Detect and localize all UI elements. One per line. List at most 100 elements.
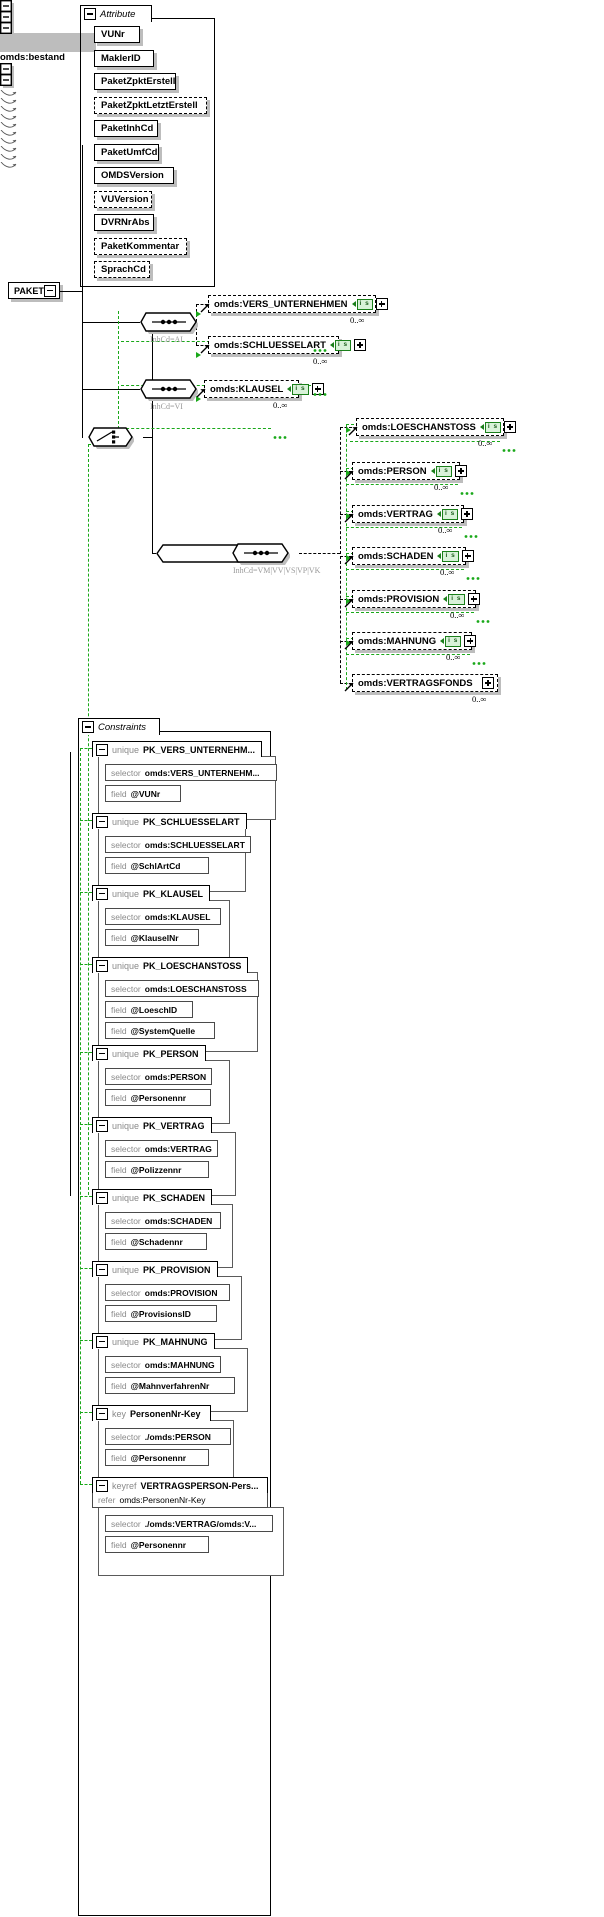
sequence-compositor-icon[interactable] — [140, 377, 198, 401]
constraint-kind: unique — [112, 1192, 140, 1203]
sequence-expander[interactable] — [0, 73, 14, 88]
choice-expander[interactable] — [0, 21, 14, 36]
sequence-expander[interactable] — [0, 0, 14, 14]
expand-plus-icon[interactable] — [311, 383, 324, 395]
collapse-minus-icon[interactable] — [96, 1119, 108, 1132]
bestand-expander[interactable] — [0, 62, 14, 77]
root-element-label: PAKET — [14, 285, 44, 296]
occurrence-swoop-icon — [0, 133, 18, 144]
expand-plus-icon[interactable] — [354, 339, 367, 351]
collapse-minus-icon[interactable] — [96, 887, 108, 900]
collapse-minus-icon[interactable] — [44, 284, 56, 297]
collapse-minus-icon[interactable] — [96, 743, 108, 756]
constraint-kind: unique — [112, 960, 140, 971]
constraint-row-value: omds:SCHADEN — [144, 1215, 213, 1226]
constraint-link — [80, 892, 92, 893]
attribute-label: PaketKommentar — [101, 240, 180, 252]
expand-plus-icon[interactable] — [375, 298, 388, 310]
expand-plus-icon[interactable] — [464, 635, 477, 647]
type-badge: i s — [445, 635, 462, 647]
constraint-kind: unique — [112, 888, 140, 899]
element-omds-bestand-label: omds:bestand — [0, 52, 65, 63]
collapse-minus-icon[interactable] — [96, 1335, 108, 1348]
collapse-minus-icon[interactable] — [96, 1191, 108, 1204]
collapse-minus-icon[interactable] — [96, 1047, 108, 1060]
collapse-minus-icon[interactable] — [96, 815, 108, 828]
expand-plus-icon[interactable] — [461, 508, 474, 520]
constraint-link — [346, 511, 354, 512]
constraint-dots — [273, 427, 289, 445]
type-badge: i s — [435, 465, 452, 477]
constraint-row-value: ./omds:VERTRAG/omds:V... — [144, 1518, 257, 1529]
attribute-paketumfcd: PaketUmfCd — [94, 143, 159, 161]
constraint-row-value: omds:SCHLUESSELART — [144, 839, 245, 850]
collapse-minus-icon[interactable] — [82, 721, 94, 733]
collapse-minus-icon[interactable] — [96, 1407, 108, 1420]
constraint-row-5-1: field@Polizzennr — [105, 1161, 209, 1178]
expand-plus-icon[interactable] — [461, 550, 474, 562]
constraint-row-value: omds:LOESCHANSTOSS — [144, 983, 247, 994]
constraint-arrow-icon — [346, 470, 351, 476]
constraint-row-key: field — [111, 860, 127, 871]
collapse-minus-icon[interactable] — [96, 959, 108, 972]
constraint-link — [121, 428, 271, 429]
constraint-row-value: @ProvisionsID — [130, 1308, 191, 1319]
attribute-vuversion: VUVersion — [94, 190, 152, 208]
collapse-minus-icon[interactable] — [84, 8, 96, 20]
expand-plus-icon[interactable] — [467, 593, 480, 605]
constraint-row-2-1: field@KlauselNr — [105, 929, 199, 946]
constraint-row-key: selector — [111, 1431, 141, 1442]
constraint-row-1-1: field@SchlArtCd — [105, 857, 209, 874]
constraint-dots — [313, 340, 329, 358]
type-ref-arrow-icon — [479, 424, 484, 430]
expand-plus-icon[interactable] — [482, 677, 494, 689]
attribute-dvrnrabs: DVRNrAbs — [94, 214, 154, 231]
root-element-paket[interactable]: PAKET — [8, 282, 60, 299]
constraint-link — [118, 341, 119, 342]
occurrence-swoop-icon — [0, 149, 18, 160]
expand-plus-icon[interactable] — [504, 421, 517, 433]
constraint-row-value: ./omds:PERSON — [144, 1431, 211, 1442]
occurrence-label: 0..∞ — [273, 400, 288, 410]
constraint-arrow-icon — [346, 640, 351, 646]
choice-compositor-icon[interactable] — [88, 425, 134, 449]
element-ref-9[interactable]: omds:VERTRAGSFONDS — [352, 674, 498, 692]
constraint-row-value: @VUNr — [130, 788, 161, 799]
sequence-expander[interactable] — [0, 10, 14, 25]
constraint-link — [80, 1124, 92, 1125]
collapse-minus-icon[interactable] — [96, 1479, 108, 1492]
attribute-label: OMDSVersion — [101, 170, 164, 181]
constraint-link — [346, 527, 462, 528]
sequence-compositor-icon[interactable] — [232, 541, 290, 565]
occurrence-swoop-icon — [0, 125, 18, 136]
constraint-arrow-icon — [346, 555, 351, 561]
expand-plus-icon[interactable] — [454, 465, 467, 477]
collapse-minus-icon[interactable] — [96, 1263, 108, 1276]
constraint-name: PK_SCHLUESSELART — [143, 816, 240, 827]
sequence-compositor-icon[interactable] — [140, 310, 198, 334]
